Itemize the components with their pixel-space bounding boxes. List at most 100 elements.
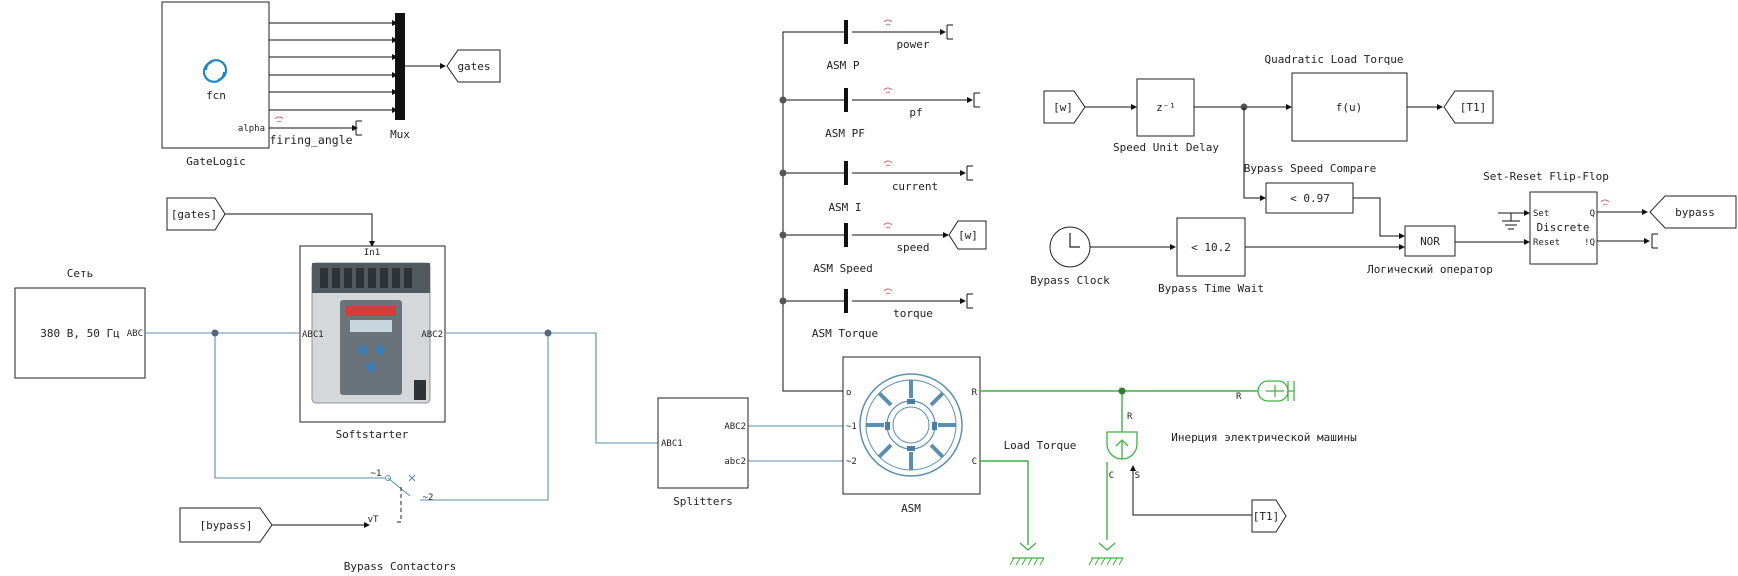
flipflop-block[interactable]: Discrete Set Reset Q !Q — [1529, 191, 1598, 265]
junction — [211, 329, 219, 337]
gates-from-label: [gates] — [171, 208, 217, 221]
load-torque-block[interactable]: C S — [1106, 431, 1140, 481]
softstarter-abc2-port: ABC2 — [421, 330, 443, 340]
softstarter-block[interactable]: In1 ABC1 ABC2 — [299, 245, 446, 423]
bypass-logging-icon — [1600, 199, 1610, 206]
bypass-goto-block[interactable]: bypass — [1649, 195, 1737, 229]
load-s-port: S — [1135, 471, 1140, 481]
bypass-clock-block[interactable] — [1049, 226, 1091, 268]
torque-arrow-icon — [1115, 439, 1129, 459]
gates-goto-block[interactable]: gates — [446, 49, 501, 83]
bus-selector-bars[interactable] — [844, 20, 848, 313]
grid-abc-port: ABC — [127, 329, 143, 339]
gate-signal-lines — [269, 20, 398, 113]
softstarter-device-image — [311, 262, 431, 404]
bypass-goto-label: bypass — [1675, 206, 1715, 219]
w-from-block[interactable]: [w] — [1043, 90, 1086, 124]
current-signal-label: current — [892, 180, 938, 193]
mux-label: Mux — [390, 128, 410, 141]
gatelogic-block[interactable]: fcn alpha — [161, 1, 270, 149]
flipflop-reset-port: Reset — [1533, 238, 1560, 248]
w-from-label: [w] — [1053, 101, 1073, 114]
bypass-contactors-block[interactable]: ~1 ~2 vT — [368, 469, 434, 525]
compare-out-line — [1353, 197, 1399, 237]
t1-goto-label: [T1] — [1460, 101, 1487, 114]
terminator-icons — [946, 24, 980, 309]
asm-block[interactable]: o ~1 ~2 R C — [842, 356, 981, 495]
bus-junctions — [779, 96, 787, 305]
t1-to-load-line — [1132, 470, 1252, 516]
junction — [1118, 387, 1126, 395]
grid-block[interactable]: 380 В, 50 Гц ABC — [14, 287, 146, 379]
speed-unit-delay-block[interactable]: z⁻¹ — [1136, 78, 1195, 137]
bypass-from-block[interactable]: [bypass] — [179, 507, 273, 543]
nor-label: Логический оператор — [1367, 263, 1493, 276]
mechanical-lines — [980, 390, 1255, 545]
inertia-r-port: R — [1236, 392, 1242, 402]
asm-i-label: ASM I — [828, 201, 861, 214]
load-r-port: R — [1127, 412, 1133, 422]
compare-text: < 0.97 — [1290, 192, 1330, 205]
clock-icon — [1069, 233, 1080, 248]
torque-signal-label: torque — [893, 307, 933, 320]
compare-in-line — [1243, 107, 1260, 199]
asm-o-port: o — [846, 388, 851, 398]
pf-signal-label: pf — [909, 106, 922, 119]
time-wait-block[interactable]: < 10.2 — [1176, 217, 1246, 277]
quad-load-label: Quadratic Load Torque — [1264, 53, 1403, 66]
measurement-bus-lines — [782, 29, 973, 392]
flipflop-nq-port: !Q — [1584, 238, 1595, 248]
firing-angle-label: firing_angle — [269, 133, 352, 147]
speed-signal-label: speed — [896, 241, 929, 254]
contactor-p2-port: ~2 — [423, 493, 434, 503]
flipflop-set-port: Set — [1533, 209, 1549, 219]
grid-text: 380 В, 50 Гц — [40, 327, 119, 340]
fcn-label: fcn — [206, 89, 226, 102]
contactor-p1-port: ~1 — [371, 469, 382, 479]
softstarter-in-port: In1 — [364, 248, 380, 258]
unit-delay-label: Speed Unit Delay — [1113, 141, 1219, 154]
speed-compare-block[interactable]: < 0.97 — [1265, 182, 1354, 214]
gates-goto-label: gates — [457, 60, 490, 73]
t1-from-label: [T1] — [1253, 510, 1280, 523]
splitters-block[interactable]: ABC1 ABC2 abc2 — [657, 397, 749, 489]
gates-from-block[interactable]: [gates] — [166, 197, 226, 231]
speed-goto-block[interactable]: [w] — [948, 220, 987, 250]
grid-label: Сеть — [67, 267, 94, 280]
asm-torque-label: ASM Torque — [812, 327, 878, 340]
asm-label: ASM — [901, 502, 921, 515]
logging-icons — [883, 19, 893, 295]
terminator-icon — [1651, 233, 1658, 249]
compare-label: Bypass Speed Compare — [1244, 162, 1376, 175]
inertia-label: Инерция электрической машины — [1171, 431, 1357, 444]
quad-load-block[interactable]: f(u) — [1291, 72, 1408, 142]
nor-text: NOR — [1420, 235, 1440, 248]
alpha-port-label: alpha — [238, 124, 265, 134]
nor-block[interactable]: NOR — [1404, 225, 1456, 257]
electrical-lines — [145, 332, 843, 501]
contactor-vt-port: vT — [368, 515, 379, 525]
softstarter-abc1-port: ABC1 — [302, 330, 324, 340]
flipflop-label: Set-Reset Flip-Flop — [1483, 170, 1609, 183]
asm-pf-label: ASM PF — [825, 127, 865, 140]
asm-speed-label: ASM Speed — [813, 262, 873, 275]
t1-from-block[interactable]: [T1] — [1251, 499, 1287, 533]
gatelogic-label: GateLogic — [186, 155, 246, 168]
splitters-in-port: ABC1 — [661, 439, 683, 449]
asm-p2-port: ~2 — [846, 457, 857, 467]
asm-p1-port: ~1 — [846, 422, 857, 432]
splitters-label: Splitters — [673, 495, 733, 508]
softstarter-label: Softstarter — [336, 428, 409, 441]
fcn-icon — [202, 59, 228, 83]
inertia-block[interactable]: R — [1236, 380, 1295, 402]
splitters-out2-port: abc2 — [724, 457, 746, 467]
speed-goto-label: [w] — [958, 229, 978, 242]
gates-to-softstarter-line — [225, 213, 373, 242]
mechanical-ground-icon — [1088, 542, 1124, 566]
quad-load-text: f(u) — [1336, 101, 1363, 114]
load-torque-label: Load Torque — [1004, 439, 1077, 452]
asm-c-port: C — [972, 457, 977, 467]
mux-block[interactable] — [395, 13, 405, 120]
t1-goto-block[interactable]: [T1] — [1443, 90, 1494, 124]
